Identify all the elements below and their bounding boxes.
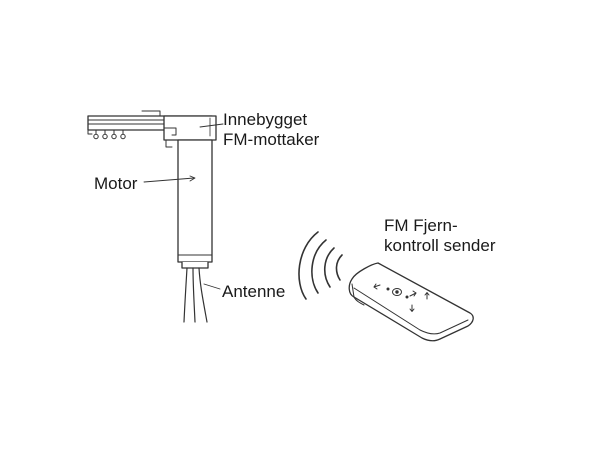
label-remote-transmitter-line2: kontroll sender — [384, 236, 496, 255]
up-arrow-icon — [424, 292, 430, 300]
signal-waves-icon — [298, 231, 343, 300]
leader-lines — [143, 123, 224, 290]
close-button-icon — [409, 290, 417, 297]
label-antenna: Antenne — [222, 282, 286, 301]
motor-head — [163, 115, 217, 148]
small-dot-icon — [386, 287, 409, 299]
label-built-in-receiver-line2: FM-mottaker — [223, 130, 320, 149]
label-remote-transmitter: FM Fjern- kontroll sender — [384, 216, 496, 256]
label-remote-transmitter-line1: FM Fjern- — [384, 216, 458, 235]
label-built-in-receiver: Innebygget FM-mottaker — [223, 110, 319, 150]
remote-control — [348, 262, 474, 342]
rail-gliders — [87, 129, 126, 140]
stop-button-icon — [392, 288, 402, 296]
label-built-in-receiver-line1: Innebygget — [223, 110, 308, 129]
open-button-icon — [373, 283, 381, 290]
motor-body — [177, 139, 213, 269]
down-arrow-icon — [409, 304, 415, 312]
antenna-cable — [183, 267, 208, 323]
remote-buttons — [373, 283, 430, 312]
label-motor: Motor — [94, 174, 138, 193]
